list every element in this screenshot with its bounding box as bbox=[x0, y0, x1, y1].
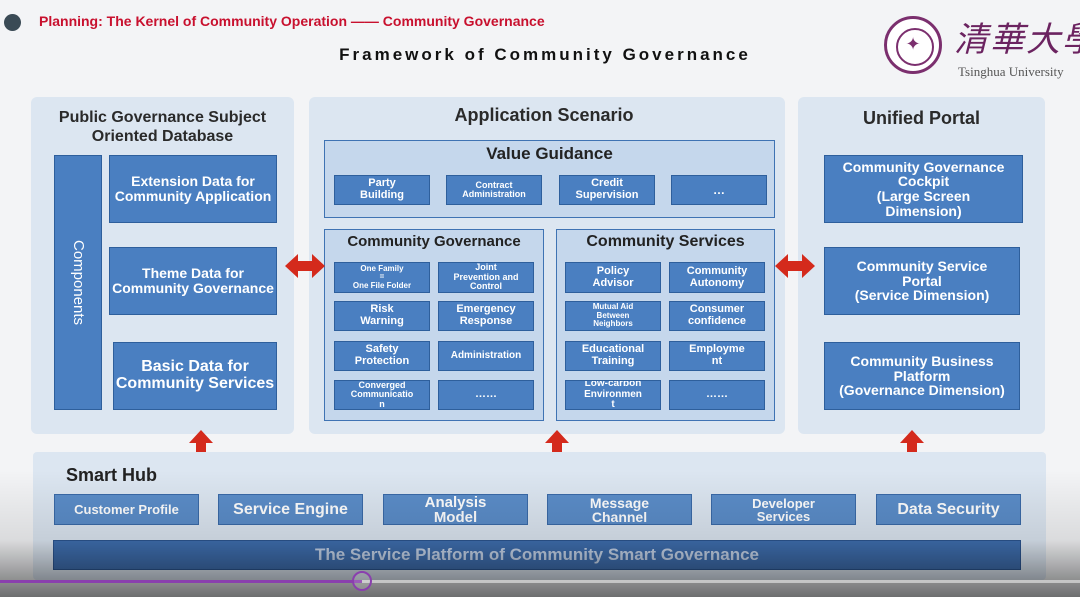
framework-title: Framework of Community Governance bbox=[339, 45, 751, 64]
party-building-box: Party Building bbox=[334, 175, 430, 205]
center-right-double-arrow-icon bbox=[775, 254, 815, 278]
slide-heading: Planning: The Kernel of Community Operat… bbox=[39, 13, 545, 29]
video-progress-handle[interactable] bbox=[351, 571, 372, 591]
service-engine-box: Service Engine bbox=[218, 494, 363, 525]
credit-supervision-box: Credit Supervision bbox=[559, 175, 655, 205]
slide-bullet-dot bbox=[4, 14, 21, 31]
governance-more-box: …… bbox=[438, 380, 534, 410]
policy-advisor-box: Policy Advisor bbox=[565, 262, 661, 293]
value-guidance-more-box: … bbox=[671, 175, 767, 205]
analysis-model-box: Analysis Model bbox=[383, 494, 528, 525]
community-governance-title: Community Governance bbox=[347, 233, 521, 250]
message-channel-box: Message Channel bbox=[547, 494, 692, 525]
administration-box: Administration bbox=[438, 341, 534, 371]
emergency-response-box: Emergency Response bbox=[438, 301, 534, 331]
components-label: Components bbox=[69, 239, 87, 326]
governance-cockpit-box: Community Governance Cockpit (Large Scre… bbox=[824, 155, 1023, 223]
service-platform-bar: The Service Platform of Community Smart … bbox=[53, 540, 1021, 570]
application-scenario-title: Application Scenario bbox=[454, 105, 634, 125]
converged-communication-box: Converged Communicatio n bbox=[334, 380, 430, 410]
components-box: Components bbox=[54, 155, 102, 410]
joint-prevention-box: Joint Prevention and Control bbox=[438, 262, 534, 293]
value-guidance-title: Value Guidance bbox=[486, 144, 613, 163]
university-name-english: Tsinghua University bbox=[958, 64, 1064, 79]
one-family-box: One Family = One File Folder bbox=[334, 262, 430, 293]
customer-profile-box: Customer Profile bbox=[54, 494, 199, 525]
business-platform-box: Community Business Platform (Governance … bbox=[824, 342, 1020, 410]
developer-services-box: Developer Services bbox=[711, 494, 856, 525]
safety-protection-box: Safety Protection bbox=[334, 341, 430, 371]
video-progress-track[interactable] bbox=[0, 580, 1080, 583]
university-name-chinese: 清華大學 bbox=[954, 20, 1080, 60]
educational-training-box: Educational Training bbox=[565, 341, 661, 371]
consumer-confidence-box: Consumer confidence bbox=[669, 301, 765, 331]
left-center-double-arrow-icon bbox=[285, 254, 325, 278]
contract-administration-box: Contract Administration bbox=[446, 175, 542, 205]
employment-box: Employme nt bbox=[669, 341, 765, 371]
service-portal-box: Community Service Portal (Service Dimens… bbox=[824, 247, 1020, 315]
tsinghua-seal-logo: ✦ bbox=[884, 16, 942, 74]
video-progress-fill bbox=[0, 580, 362, 583]
basic-data-box: Basic Data for Community Services bbox=[113, 342, 277, 410]
extension-data-box: Extension Data for Community Application bbox=[109, 155, 277, 223]
smart-hub-title: Smart Hub bbox=[66, 465, 158, 485]
community-autonomy-box: Community Autonomy bbox=[669, 262, 765, 293]
mutual-aid-box: Mutual Aid Between Neighbors bbox=[565, 301, 661, 331]
database-panel-title: Public Governance Subject Oriented Datab… bbox=[58, 109, 267, 145]
low-carbon-environment-box: Low-carbon Environmen t bbox=[565, 380, 661, 410]
theme-data-box: Theme Data for Community Governance bbox=[109, 247, 277, 315]
services-more-box: …… bbox=[669, 380, 765, 410]
data-security-box: Data Security bbox=[876, 494, 1021, 525]
risk-warning-box: Risk Warning bbox=[334, 301, 430, 331]
community-services-title: Community Services bbox=[586, 233, 745, 250]
unified-portal-title: Unified Portal bbox=[862, 108, 980, 128]
